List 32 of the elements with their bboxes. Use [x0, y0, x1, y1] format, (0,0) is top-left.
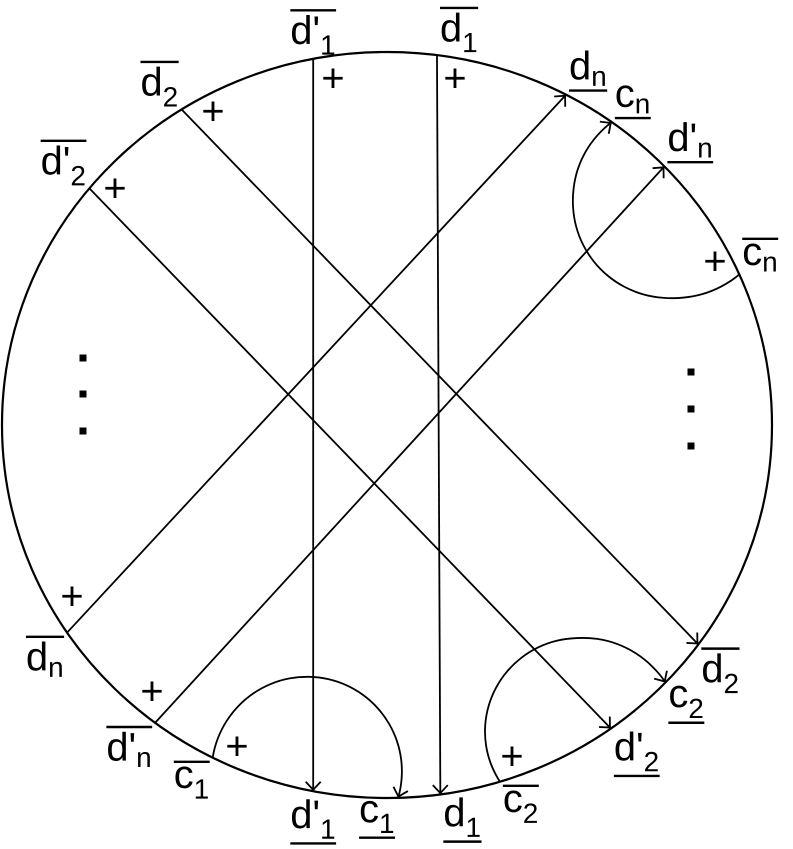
point-label: d'$_{1}$ [290, 9, 336, 55]
sign-label: + [445, 68, 465, 88]
arrow [88, 188, 611, 728]
point-label: d$_{2}$ [140, 60, 179, 106]
arrow [66, 94, 566, 634]
sign-label: + [502, 746, 522, 766]
curved-arrow [572, 120, 740, 300]
sign-label: + [705, 252, 725, 271]
point-label: d$_{n}$ [26, 636, 64, 677]
curved-arrow [212, 676, 408, 798]
sign-label: + [142, 682, 162, 701]
curved-arrow [484, 637, 668, 782]
point-label: d$_{1}$ [443, 797, 482, 843]
point-label: d$_{1}$ [440, 6, 478, 52]
point-label: d'$_{n}$ [667, 122, 714, 164]
sign-label: + [105, 178, 125, 198]
point-label: d'$_{n}$ [106, 726, 152, 768]
point-label: d'$_{1}$ [290, 799, 336, 845]
point-label: c$_{1}$ [359, 800, 396, 839]
arrow [305, 58, 322, 792]
point-label: c$_{2}$ [502, 784, 539, 823]
sign-label: + [203, 102, 223, 121]
point-label: d'$_{2}$ [40, 140, 86, 186]
point-label: c$_{n}$ [614, 85, 651, 120]
point-label: c$_{1}$ [174, 760, 210, 799]
sign-label: + [62, 586, 82, 606]
point-label: d'$_{2}$ [614, 731, 660, 778]
point-label: d$_{n}$ [569, 50, 608, 92]
sign-label: + [323, 68, 343, 88]
point-label: c$_{n}$ [742, 238, 778, 272]
sign-label: + [227, 736, 247, 756]
arrow [154, 166, 665, 724]
